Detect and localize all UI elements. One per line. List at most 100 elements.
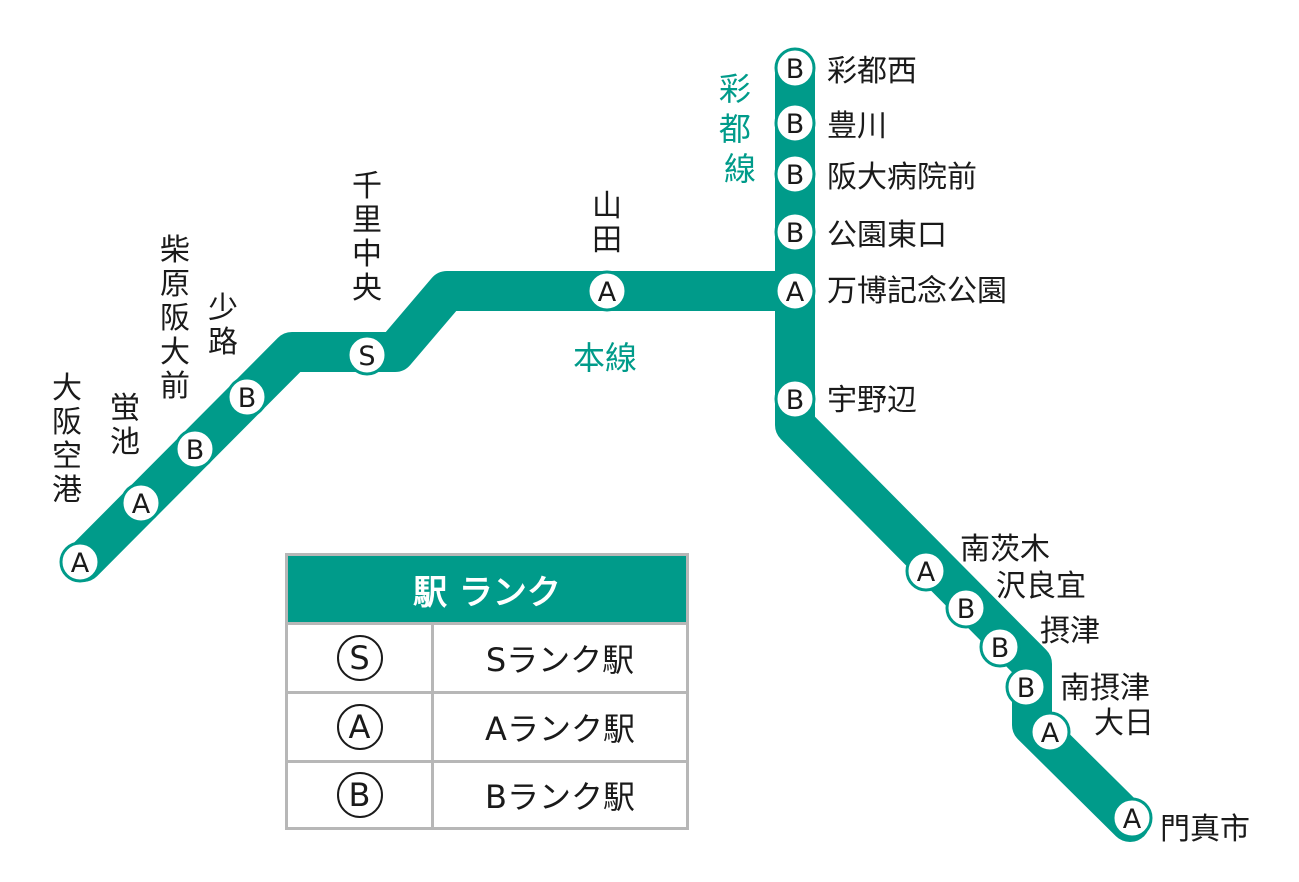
station-name: 南茨木	[960, 532, 1050, 567]
station-name: 摂津	[1040, 614, 1100, 649]
station-marker	[346, 334, 388, 376]
station-name-char: 少	[208, 291, 238, 326]
station-name: 大日	[1094, 706, 1154, 741]
station-name: 柴原阪大前	[160, 233, 190, 404]
station-rank-badge: B	[786, 109, 805, 140]
station-marker	[1005, 666, 1047, 708]
station-marker	[120, 482, 162, 524]
station-name-char: 千	[352, 169, 382, 204]
line-name-saito: 彩 都 線	[719, 70, 761, 188]
station-rank-badge: A	[1041, 718, 1060, 749]
station-name-char: 港	[52, 473, 82, 508]
station-name: 山田	[592, 189, 622, 258]
station-name-char: 阪	[52, 405, 82, 440]
station-marker	[979, 626, 1021, 668]
station-name: 公園東口	[827, 218, 947, 253]
rank-b-icon: B	[336, 772, 383, 818]
station-15: B 南摂津	[1005, 666, 1150, 708]
station-marker	[774, 211, 816, 253]
station-rank-badge: A	[786, 277, 805, 308]
station-17: A 門真市	[1111, 797, 1250, 847]
line-name-saito-char: 都	[719, 110, 751, 148]
station-marker	[774, 270, 816, 312]
station-name-char: 空	[52, 439, 82, 474]
station-name-char: 山	[592, 189, 622, 224]
station-rank-legend: 駅 ランク S Sランク駅 A Aランク駅 B Bランク駅	[285, 553, 689, 830]
legend-label: Bランク駅	[485, 778, 635, 816]
station-rank-badge: B	[957, 594, 976, 625]
station-marker	[774, 378, 816, 420]
station-marker	[226, 376, 268, 418]
station-marker	[586, 270, 628, 312]
station-rank-badge: S	[358, 341, 375, 372]
station-rank-badge: A	[1123, 804, 1142, 835]
station-rank-badge: B	[991, 633, 1010, 664]
station-16: A 大日	[1029, 706, 1154, 753]
legend-symbol-cell: S	[288, 625, 434, 691]
station-name-char: 大	[160, 335, 190, 370]
station-name-char: 前	[160, 369, 190, 404]
station-rank-badge: A	[917, 557, 936, 588]
legend-symbol-cell: A	[288, 694, 434, 760]
station-name-char: 央	[352, 271, 382, 306]
station-marker	[174, 428, 216, 470]
station-rank-badge: B	[186, 435, 205, 466]
station-name-char: 原	[160, 267, 190, 302]
station-marker	[59, 541, 101, 583]
station-12: A 南茨木	[905, 532, 1050, 592]
station-rank-badge: B	[786, 385, 805, 416]
legend-title: 駅 ランク	[288, 556, 686, 622]
line-name-saito-char: 彩	[719, 70, 751, 108]
station-name: 門真市	[1160, 812, 1250, 847]
station-name: 少路	[208, 291, 238, 360]
station-name-char: 蛍	[110, 391, 140, 426]
station-marker	[1111, 797, 1153, 839]
station-name: 蛍池	[110, 391, 140, 460]
legend-label: Sランク駅	[485, 641, 635, 679]
station-name: 万博記念公園	[827, 274, 1007, 309]
station-name: 宇野辺	[827, 383, 917, 418]
station-name-char: 中	[352, 237, 382, 272]
rank-s-icon: S	[336, 635, 383, 681]
station-name: 大阪空港	[52, 371, 82, 508]
legend-row-a: A Aランク駅	[288, 691, 686, 760]
station-marker	[774, 47, 816, 89]
station-marker	[905, 550, 947, 592]
station-8: B 阪大病院前	[774, 153, 977, 195]
station-name-char: 池	[110, 425, 140, 460]
station-name: 彩都西	[827, 54, 917, 89]
rank-a-icon: A	[336, 704, 383, 750]
station-name: 阪大病院前	[827, 160, 977, 195]
station-name-char: 路	[208, 325, 238, 360]
station-marker	[1029, 711, 1071, 753]
station-marker	[945, 587, 987, 629]
station-14: B 摂津	[979, 614, 1100, 668]
station-rank-badge: A	[132, 489, 151, 520]
station-rank-badge: B	[1017, 673, 1036, 704]
station-name: 沢良宜	[996, 569, 1086, 604]
station-2: B 柴原阪大前	[160, 233, 216, 470]
station-6: A 万博記念公園	[774, 270, 1007, 312]
station-name-char: 阪	[160, 301, 190, 336]
station-name: 千里中央	[352, 169, 382, 306]
station-4: S 千里中央	[346, 169, 388, 376]
legend-row-s: S Sランク駅	[288, 622, 686, 691]
station-5: A山田	[586, 189, 628, 312]
line-name-saito-char: 線	[724, 150, 756, 188]
station-name-char: 里	[352, 203, 382, 238]
line-name-main: 本線	[573, 339, 637, 377]
legend-row-b: B Bランク駅	[288, 760, 686, 827]
station-rank-badge: B	[238, 383, 257, 414]
legend-symbol-cell: B	[288, 763, 434, 827]
station-1: A 蛍池	[110, 391, 162, 524]
station-rank-badge: B	[786, 54, 805, 85]
station-marker	[774, 153, 816, 195]
station-name-char: 柴	[160, 233, 190, 268]
station-name-char: 田	[592, 223, 622, 258]
station-name: 南摂津	[1060, 671, 1150, 706]
station-rank-badge: B	[786, 160, 805, 191]
